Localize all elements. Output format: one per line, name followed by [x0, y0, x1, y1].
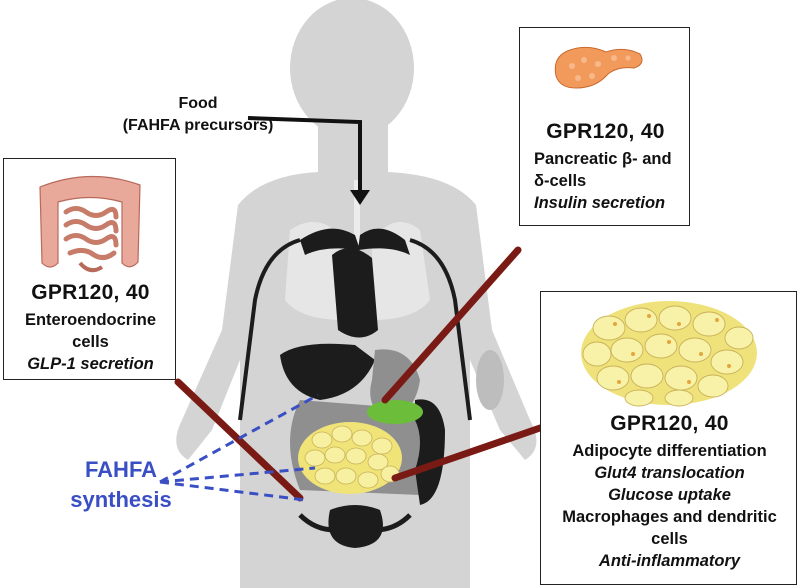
intestine-box-line1: Enteroendocrine — [24, 311, 157, 329]
adipose-box-line3: Glucose uptake — [608, 486, 731, 504]
food-label-line1: Food — [178, 95, 218, 112]
intestine-info-box: GPR120, 40 Enteroendocrine cells GLP-1 s… — [3, 158, 176, 380]
intestine-box-line3: GLP-1 secretion — [27, 355, 154, 373]
adipose-box-line4: Macrophages and dendritic — [562, 508, 777, 526]
pancreas-box-line3: Insulin secretion — [534, 194, 666, 212]
intestine-box-title: GPR120, 40 — [31, 281, 150, 304]
adipose-box-line1: Adipocyte differentiation — [572, 442, 767, 460]
food-arrowhead-icon — [350, 190, 370, 205]
adipose-box-line2: Glut4 translocation — [594, 464, 745, 482]
food-path-arrow — [247, 116, 362, 198]
pancreas-box-line1: Pancreatic β- and — [534, 150, 672, 168]
fahfa-label-line1: FAHFA — [84, 457, 158, 482]
adipose-connector-line — [391, 424, 544, 482]
connector-lines — [174, 246, 544, 502]
adipose-box-line5: cells — [651, 530, 688, 548]
pancreas-box-title: GPR120, 40 — [546, 120, 665, 143]
adipose-box-line6: Anti-inflammatory — [598, 552, 741, 570]
food-label: Food (FAHFA precursors) — [118, 93, 278, 137]
fahfa-synthesis-lines — [159, 393, 319, 502]
intestine-icon — [39, 175, 141, 273]
adipose-tissue-icon — [581, 301, 757, 407]
pancreas-box-line2: δ-cells — [534, 172, 587, 190]
pancreas-connector-line — [381, 246, 522, 404]
visceral-fat-icon — [298, 422, 402, 494]
fahfa-label-line2: synthesis — [70, 487, 172, 512]
adipose-info-box: GPR120, 40 Adipocyte differentiation Glu… — [540, 291, 797, 585]
food-label-line2: (FAHFA precursors) — [122, 117, 274, 134]
fahfa-synthesis-label: FAHFA synthesis — [66, 455, 176, 515]
pancreas-info-box: GPR120, 40 Pancreatic β- and δ-cells Ins… — [519, 27, 690, 226]
pancreas-organ-icon — [367, 400, 423, 424]
pancreas-icon — [554, 46, 643, 89]
adipose-box-title: GPR120, 40 — [610, 412, 729, 435]
intestine-connector-line — [174, 378, 304, 502]
intestine-box-line2: cells — [72, 333, 109, 351]
